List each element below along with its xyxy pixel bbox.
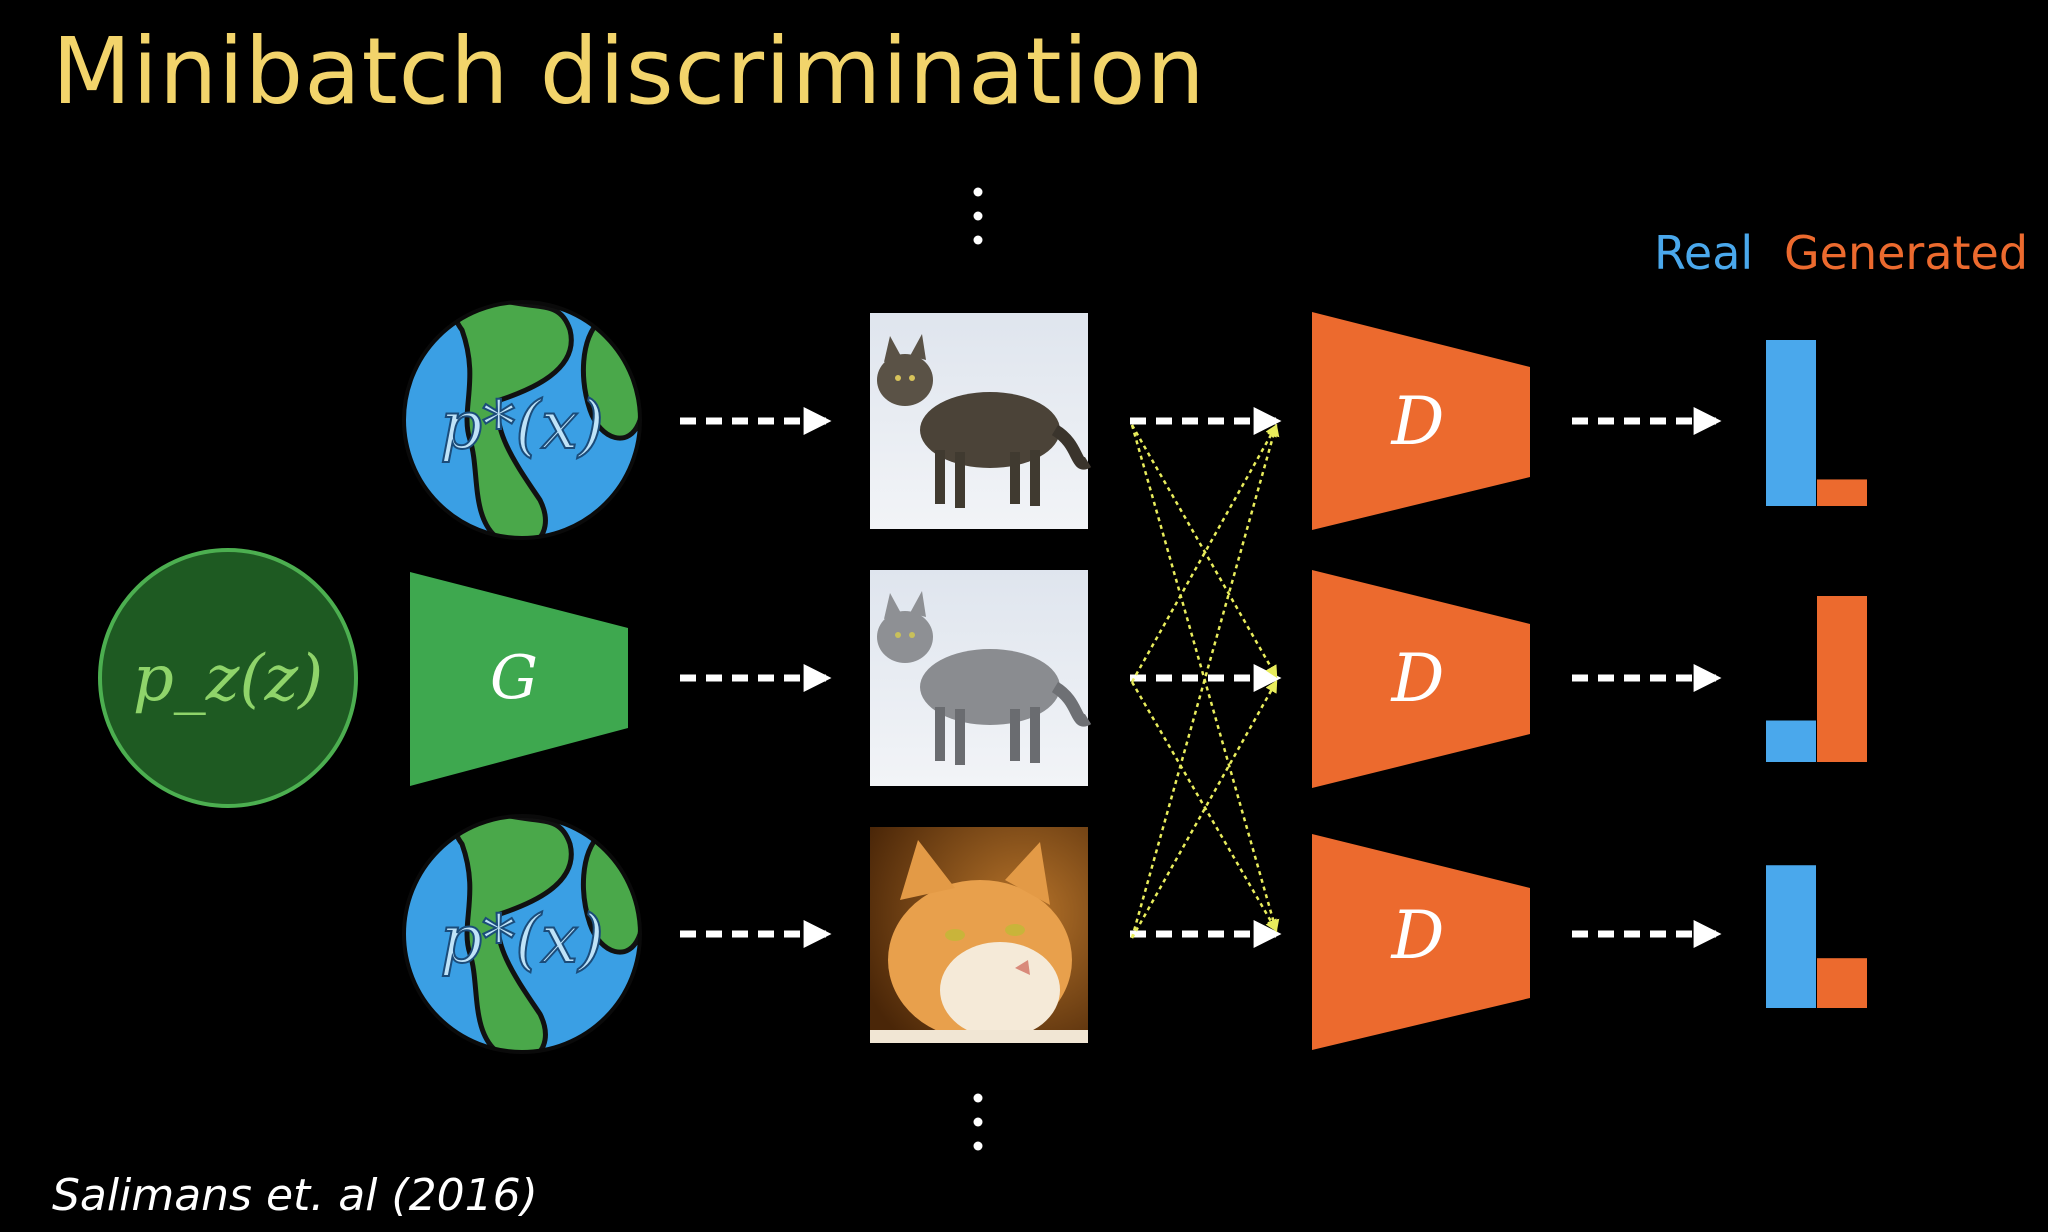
real-score-bar [1766, 865, 1816, 1008]
discriminator-1: D [1312, 312, 1530, 530]
generator-node: G [410, 572, 628, 786]
generated-score-bar [1817, 596, 1867, 762]
discriminator-label: D [1391, 640, 1445, 717]
ellipsis-bottom [973, 1093, 983, 1151]
data-distribution-globe-top: p*(x) [402, 300, 642, 540]
sample-image-generated-cat [870, 570, 1092, 786]
sample-image-real-cat-2 [870, 827, 1088, 1043]
discriminator-3: D [1312, 834, 1530, 1050]
citation: Salimans et. al (2016) [52, 1170, 538, 1221]
generated-score-bar [1817, 479, 1867, 506]
slide-title: Minibatch discrimination [52, 18, 1206, 125]
noise-label: p_z(z) [133, 642, 323, 716]
noise-distribution-node: p_z(z) [98, 548, 358, 808]
output-bar-charts [1766, 340, 1867, 1008]
real-score-bar [1766, 720, 1816, 762]
output-chart-3 [1766, 865, 1867, 1008]
legend-generated: Generated [1784, 226, 2029, 280]
data-label: p*(x) [440, 901, 604, 978]
output-chart-2 [1766, 596, 1867, 762]
legend-real: Real [1654, 226, 1754, 280]
sample-image-real-cat-1 [870, 313, 1092, 529]
output-chart-1 [1766, 340, 1867, 506]
ellipsis-top [973, 187, 983, 245]
discriminator-label: D [1391, 897, 1445, 974]
real-score-bar [1766, 340, 1816, 506]
generated-score-bar [1817, 958, 1867, 1008]
data-label: p*(x) [440, 387, 604, 464]
discriminator-2: D [1312, 570, 1530, 788]
discriminator-label: D [1391, 383, 1445, 460]
data-distribution-globe-bottom: p*(x) [402, 814, 642, 1054]
generator-label: G [490, 643, 538, 713]
cross-sample-arrows [1130, 423, 1280, 939]
